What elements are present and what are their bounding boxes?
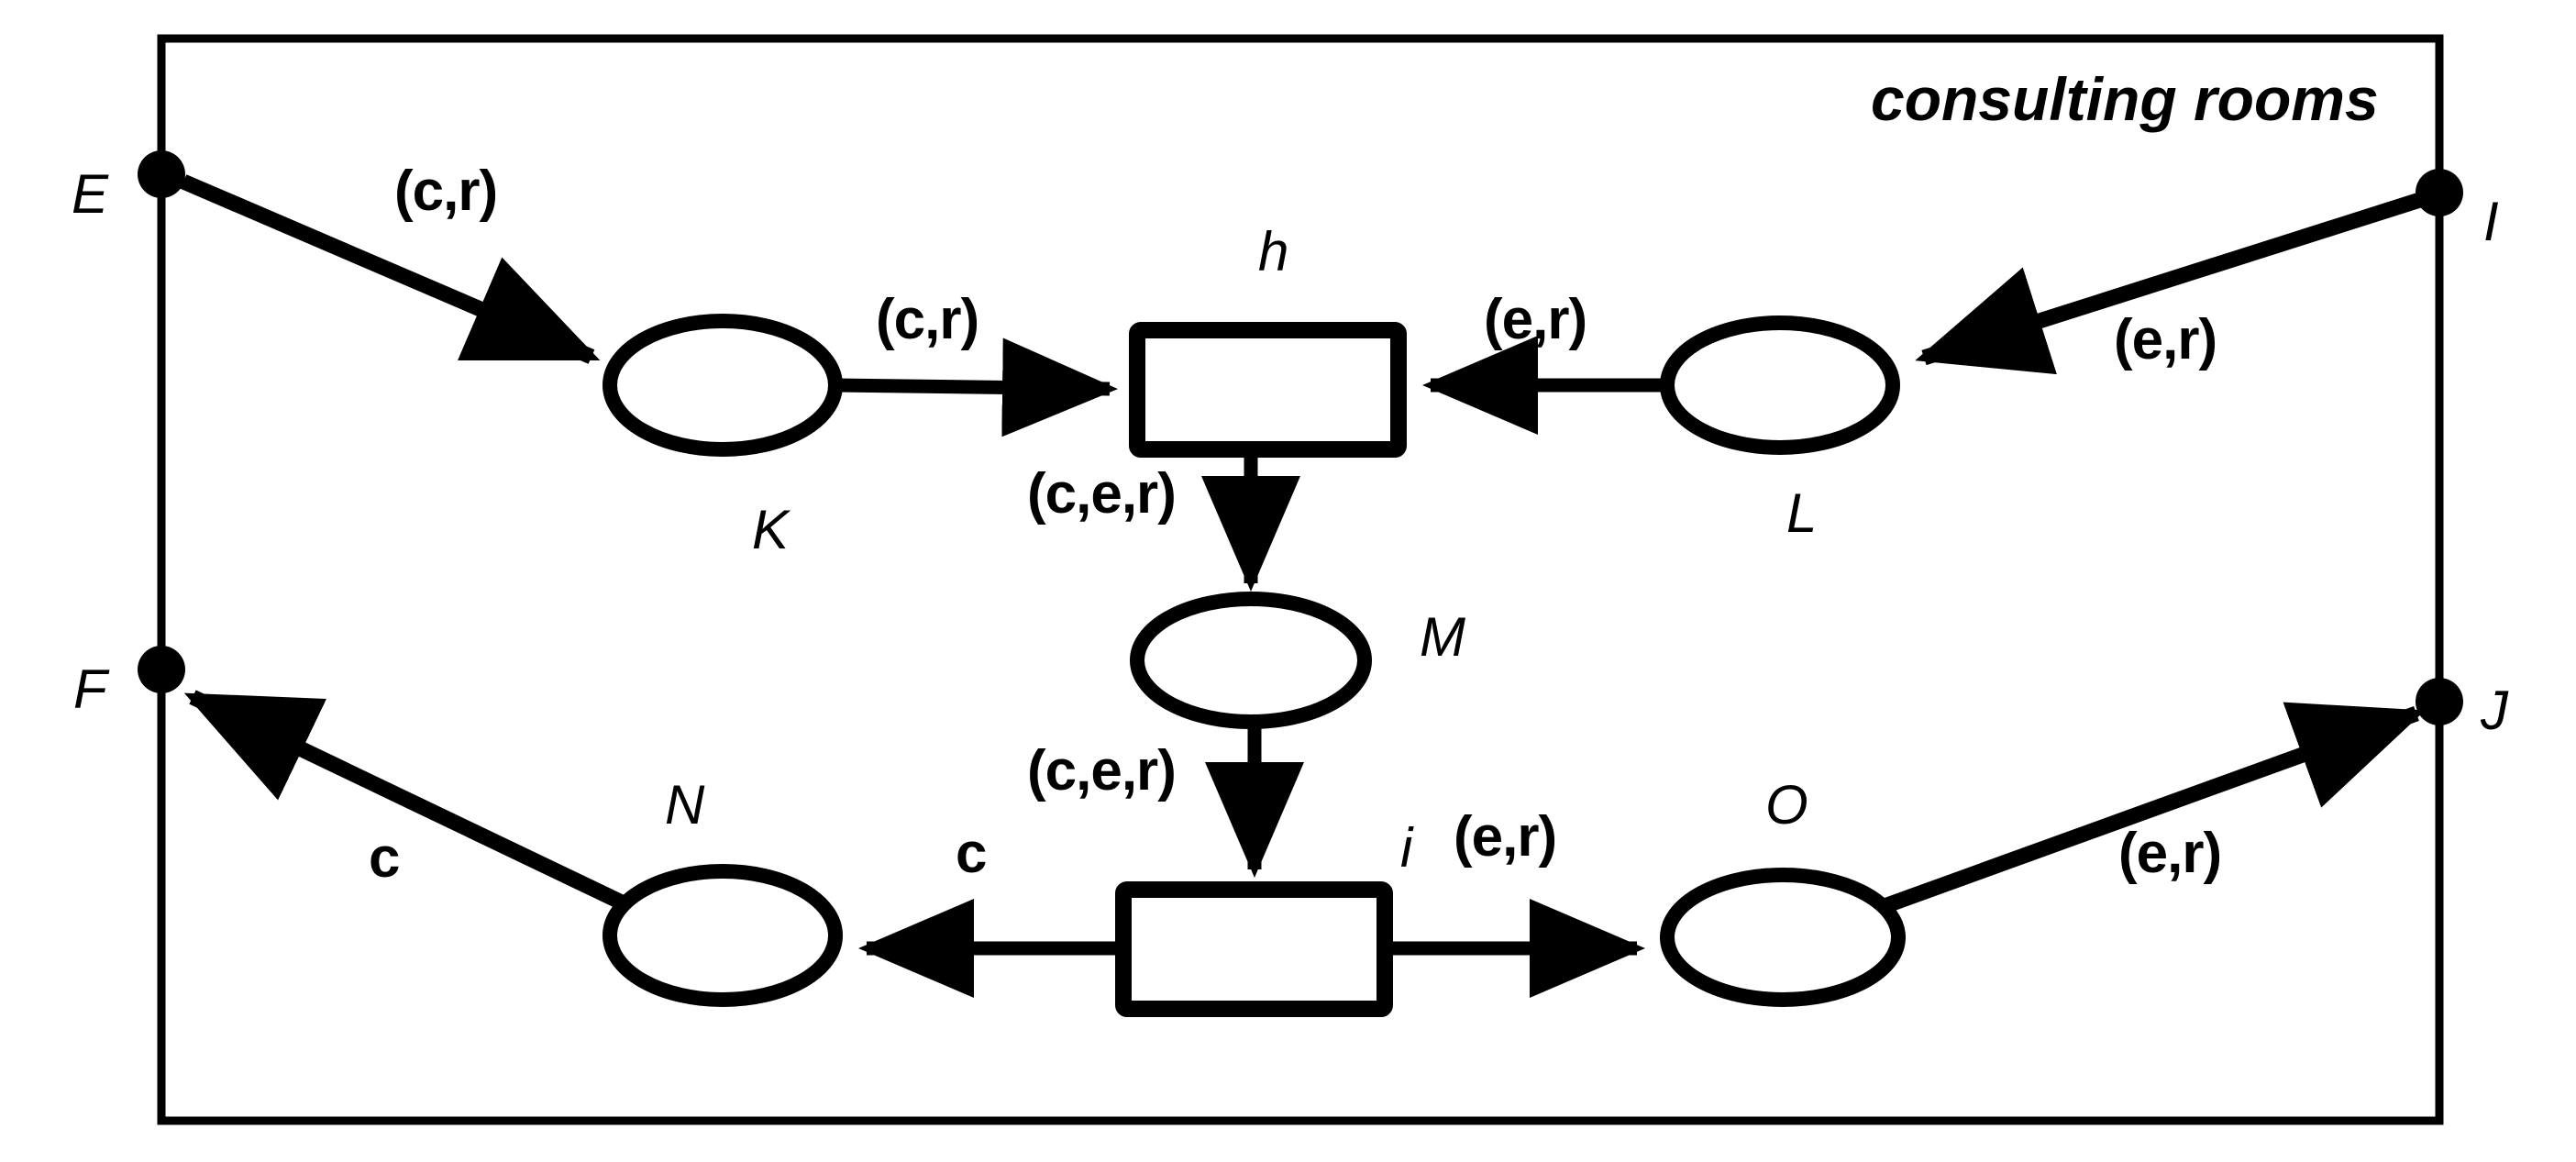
place-N[interactable] [603,864,843,1007]
port-label-E: E [72,163,109,225]
port-node-I[interactable] [2416,169,2463,216]
transition-i[interactable] [1115,881,1393,1017]
port-node-F[interactable] [138,646,185,693]
edge-label-I-L: (e,r) [2114,308,2217,371]
edge-K-h [835,338,1118,437]
port-node-J[interactable] [2416,678,2463,725]
transition-label-i: i [1400,817,1413,879]
edge-label-K-h: (c,r) [876,288,979,351]
place-O[interactable] [1660,868,1906,1007]
frame-border [157,34,2444,1125]
place-label-K: K [752,499,790,560]
place-K[interactable] [603,314,843,457]
place-label-N: N [665,774,705,836]
edge-label-M-i: (c,e,r) [1027,739,1177,802]
place-M[interactable] [1130,592,1372,729]
port-label-J: J [2481,680,2508,741]
place-L[interactable] [1660,315,1900,455]
transition-h[interactable] [1129,322,1407,458]
edge-label-i-N: c [956,822,987,885]
transition-label-h: h [1258,221,1289,282]
edge-label-N-F: c [369,826,400,890]
edge-N-F [183,690,627,911]
diagram-title: consulting rooms [1871,65,2379,133]
place-label-M: M [1420,606,1465,668]
edge-E-K [180,174,601,364]
place-label-O: O [1765,774,1808,836]
port-node-E[interactable] [138,150,185,198]
edge-label-O-J: (e,r) [2118,822,2222,885]
port-label-I: I [2483,191,2499,252]
edge-label-h-M: (c,e,r) [1027,462,1177,526]
edge-I-L [1915,190,2428,375]
edge-label-L-h: (e,r) [1484,288,1587,351]
port-label-F: F [73,658,107,720]
edge-label-i-O: (e,r) [1454,805,1557,869]
edge-label-E-K: (c,r) [394,160,498,223]
place-label-L: L [1786,482,1818,544]
edge-O-J [1882,702,2426,913]
